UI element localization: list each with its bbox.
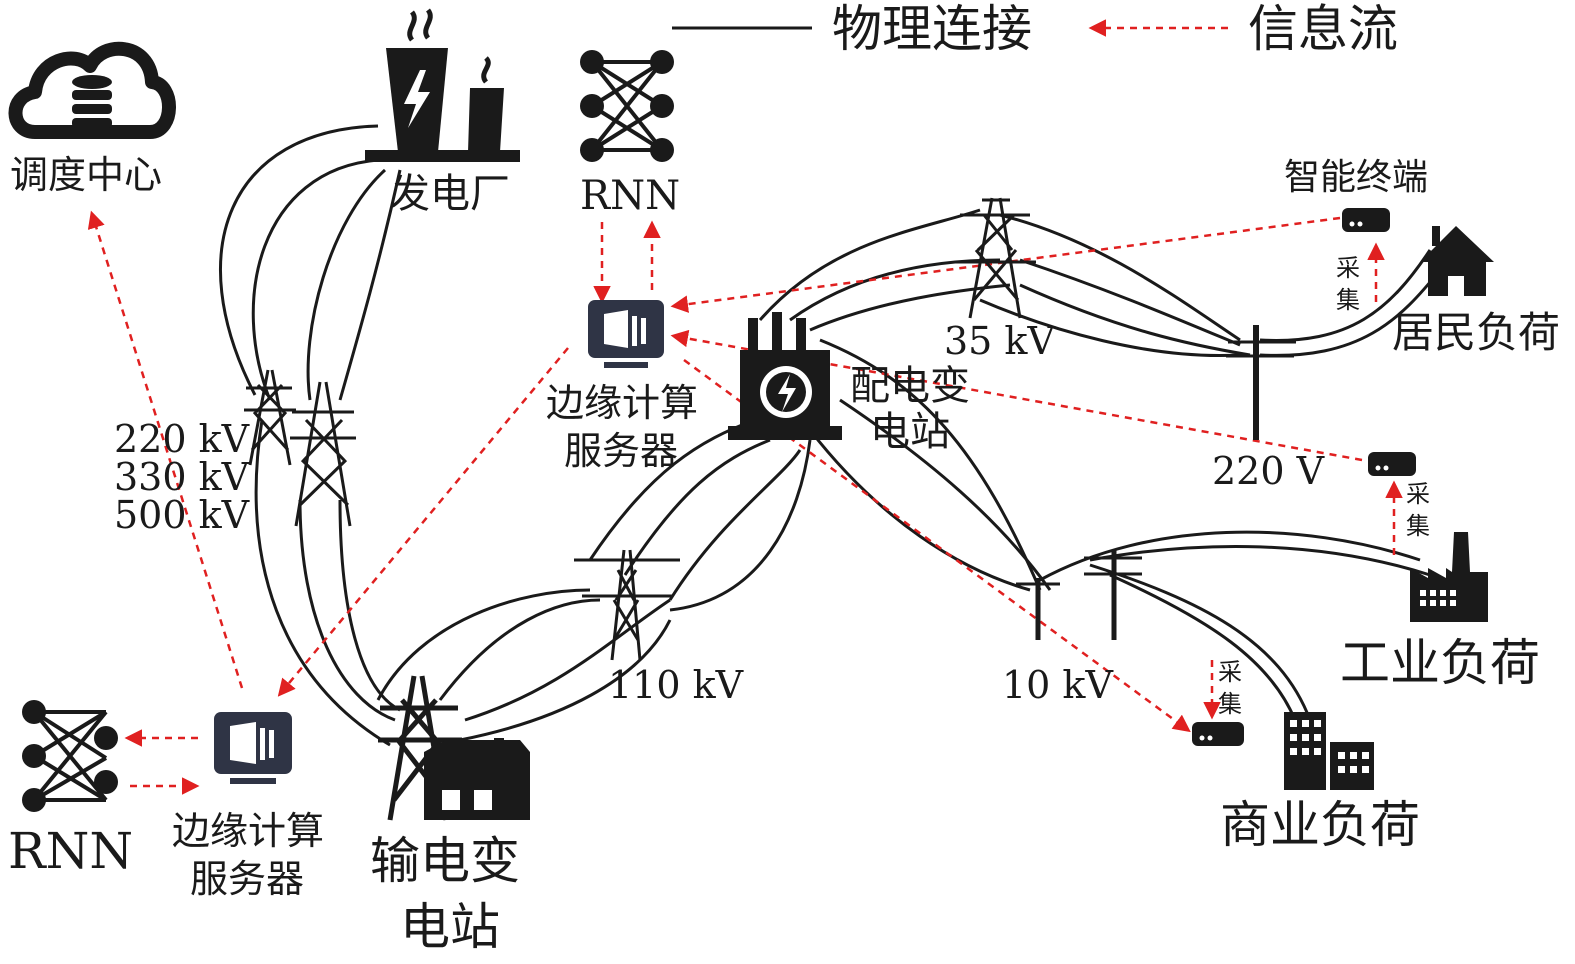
distribution-transformer-icon (728, 312, 842, 440)
collect-label-commercial-1: 采 (1218, 658, 1242, 686)
transmission-substation-icon (378, 675, 530, 821)
rnn-bottom-label: RNN (8, 822, 134, 880)
voltage-220kv-label: 220 kV (114, 417, 250, 461)
voltage-110kv-label: 110 kV (608, 663, 744, 707)
voltage-500kv-label: 500 kV (114, 493, 250, 537)
transmission-substation-label-2: 电站 (400, 898, 500, 956)
residential-load-label: 居民负荷 (1392, 308, 1561, 357)
voltage-10kv-label: 10 kV (1002, 663, 1113, 707)
buildings-icon (1284, 712, 1374, 790)
pole-220v-icon (1226, 325, 1296, 440)
power-plant-label: 发电厂 (390, 171, 510, 217)
collect-label-commercial-2: 集 (1218, 690, 1242, 718)
collect-label-residential-1: 采 (1336, 254, 1360, 282)
edge-server-top-label-1: 边缘计算 (546, 381, 699, 425)
voltage-330kv-label: 330 kV (114, 455, 250, 499)
edge-server-top-label-2: 服务器 (564, 429, 679, 473)
edge-server-bottom-label-1: 边缘计算 (172, 809, 325, 853)
poles-10kv-icon (1016, 550, 1142, 640)
commercial-load-label: 商业负荷 (1220, 796, 1420, 854)
factory-icon (1410, 532, 1488, 622)
transmission-substation-label-1: 输电变 (370, 832, 520, 890)
smart-terminal-icon-residential (1342, 208, 1390, 232)
rnn-top-label: RNN (580, 173, 681, 219)
dispatch-center-label: 调度中心 (10, 153, 163, 197)
collect-label-residential-2: 集 (1336, 286, 1360, 314)
flow-edge-to-dispatch (87, 210, 244, 689)
smart-terminal-label: 智能终端 (1284, 157, 1429, 198)
legend-physical-label: 物理连接 (832, 0, 1032, 58)
collect-label-industrial-1: 采 (1406, 480, 1430, 508)
tower-35kv-icon (955, 197, 1036, 319)
voltage-35kv-label: 35 kV (944, 319, 1055, 363)
legend-info-label: 信息流 (1248, 0, 1398, 58)
edge-server-bottom-label-2: 服务器 (190, 857, 305, 901)
collect-label-industrial-2: 集 (1406, 512, 1430, 540)
hv-towers-icon (244, 369, 356, 527)
house-icon (1420, 226, 1494, 296)
smart-terminal-icon-industrial (1368, 452, 1416, 476)
industrial-load-label: 工业负荷 (1340, 634, 1540, 692)
distribution-substation-label-2: 电站 (870, 409, 950, 455)
rnn-network-icon-top (580, 50, 674, 162)
smart-terminal-icon-commercial (1192, 722, 1244, 746)
power-plant-icon (365, 8, 520, 162)
cloud-database-icon (8, 41, 176, 139)
voltage-220v-label: 220 V (1212, 449, 1325, 493)
distribution-substation-label-1: 配电变 (850, 363, 970, 409)
edge-server-icon-bottom (214, 712, 292, 784)
edge-server-icon-top (588, 300, 664, 368)
flow-edge-top-to-edge-bottom (277, 347, 569, 697)
flow-residential-terminal-to-edge (670, 216, 1341, 313)
tower-110kv-icon (574, 549, 680, 661)
rnn-network-icon-bottom (22, 700, 118, 812)
